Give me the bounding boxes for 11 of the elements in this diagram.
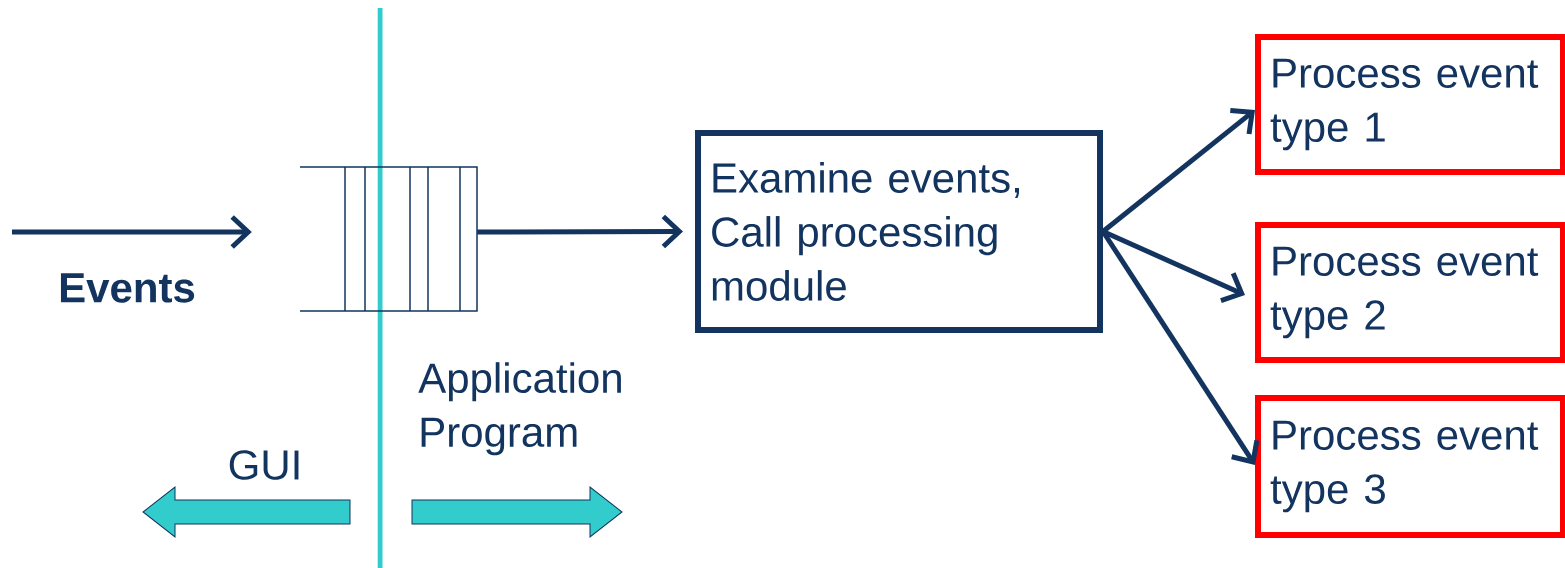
arrow xyxy=(1101,108,1255,234)
queue-drawing xyxy=(299,166,478,312)
arrow xyxy=(12,215,252,249)
process-box: Process event type 1 xyxy=(1255,34,1565,175)
region-label: GUI xyxy=(229,450,299,480)
arrow xyxy=(477,214,683,249)
process-box: Examine events, Call processing module xyxy=(695,130,1103,333)
process-box: Process event type 3 xyxy=(1255,395,1565,538)
process-box: Process event type 2 xyxy=(1255,222,1565,363)
region-label: Application Program xyxy=(418,362,621,456)
edge-label: Events xyxy=(60,273,195,303)
